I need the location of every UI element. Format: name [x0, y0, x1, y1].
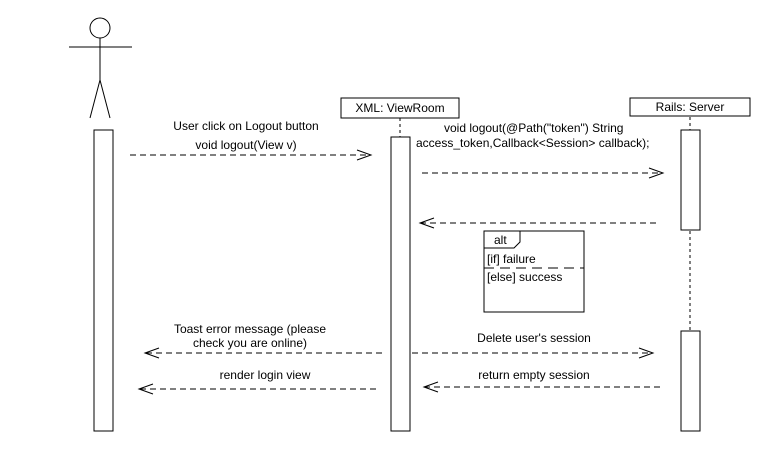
- actor-right-leg: [99, 79, 111, 119]
- actor-head: [89, 17, 111, 39]
- message-return-empty-session: return empty session: [422, 368, 660, 393]
- message-server-response: [418, 217, 656, 229]
- message-delete-session: Delete user's session: [412, 331, 655, 359]
- message-logout-request-label-1: void logout(@Path("token") String: [444, 121, 623, 135]
- arrowhead-right: [648, 167, 665, 179]
- viewroom-activation: [390, 136, 411, 432]
- server-activation-2: [680, 330, 701, 432]
- alt-guard-else: [else] success: [487, 270, 562, 284]
- message-logout-request-label-2: access_token,Callback<Session> callback)…: [416, 136, 649, 150]
- participant-viewroom-label: XML: ViewRoom: [355, 101, 444, 115]
- participant-viewroom: XML: ViewRoom: [340, 97, 460, 119]
- alt-fragment-frame: [483, 230, 585, 313]
- arrowhead-left: [422, 381, 439, 393]
- message-logout-request: void logout(@Path("token") String access…: [416, 121, 665, 179]
- participant-server: Rails: Server: [629, 97, 751, 117]
- message-render-login-label: render login view: [220, 368, 311, 382]
- arrowhead-right: [638, 347, 655, 359]
- message-logout-click-label-2: void logout(View v): [195, 138, 296, 152]
- arrowhead-left: [143, 347, 160, 359]
- message-toast-error-label-2: check you are online): [193, 336, 307, 350]
- user-activation: [93, 129, 114, 432]
- message-delete-session-label: Delete user's session: [477, 331, 591, 345]
- message-logout-click-label-1: User click on Logout button: [173, 119, 318, 133]
- participant-viewroom-box: [340, 97, 460, 119]
- participant-server-box: [629, 97, 751, 117]
- user-actor: [69, 17, 132, 119]
- arrowhead-left: [137, 383, 154, 395]
- arrowhead-right: [356, 149, 373, 161]
- participant-server-label: Rails: Server: [656, 100, 725, 114]
- server-activation-1: [680, 129, 701, 231]
- message-toast-error-label-1: Toast error message (please: [174, 322, 326, 336]
- message-logout-click: User click on Logout button void logout(…: [130, 119, 373, 161]
- alt-guard-if: [if] failure: [487, 252, 536, 266]
- message-toast-error: Toast error message (please check you ar…: [143, 322, 382, 359]
- message-render-login: render login view: [137, 368, 376, 395]
- alt-fragment: alt [if] failure [else] success: [483, 230, 585, 313]
- actor-left-leg: [89, 79, 101, 119]
- arrowhead-left: [418, 217, 435, 229]
- message-return-empty-session-label: return empty session: [478, 368, 589, 382]
- alt-fragment-operator: alt: [494, 233, 507, 247]
- alt-fragment-label-tab: [484, 231, 521, 249]
